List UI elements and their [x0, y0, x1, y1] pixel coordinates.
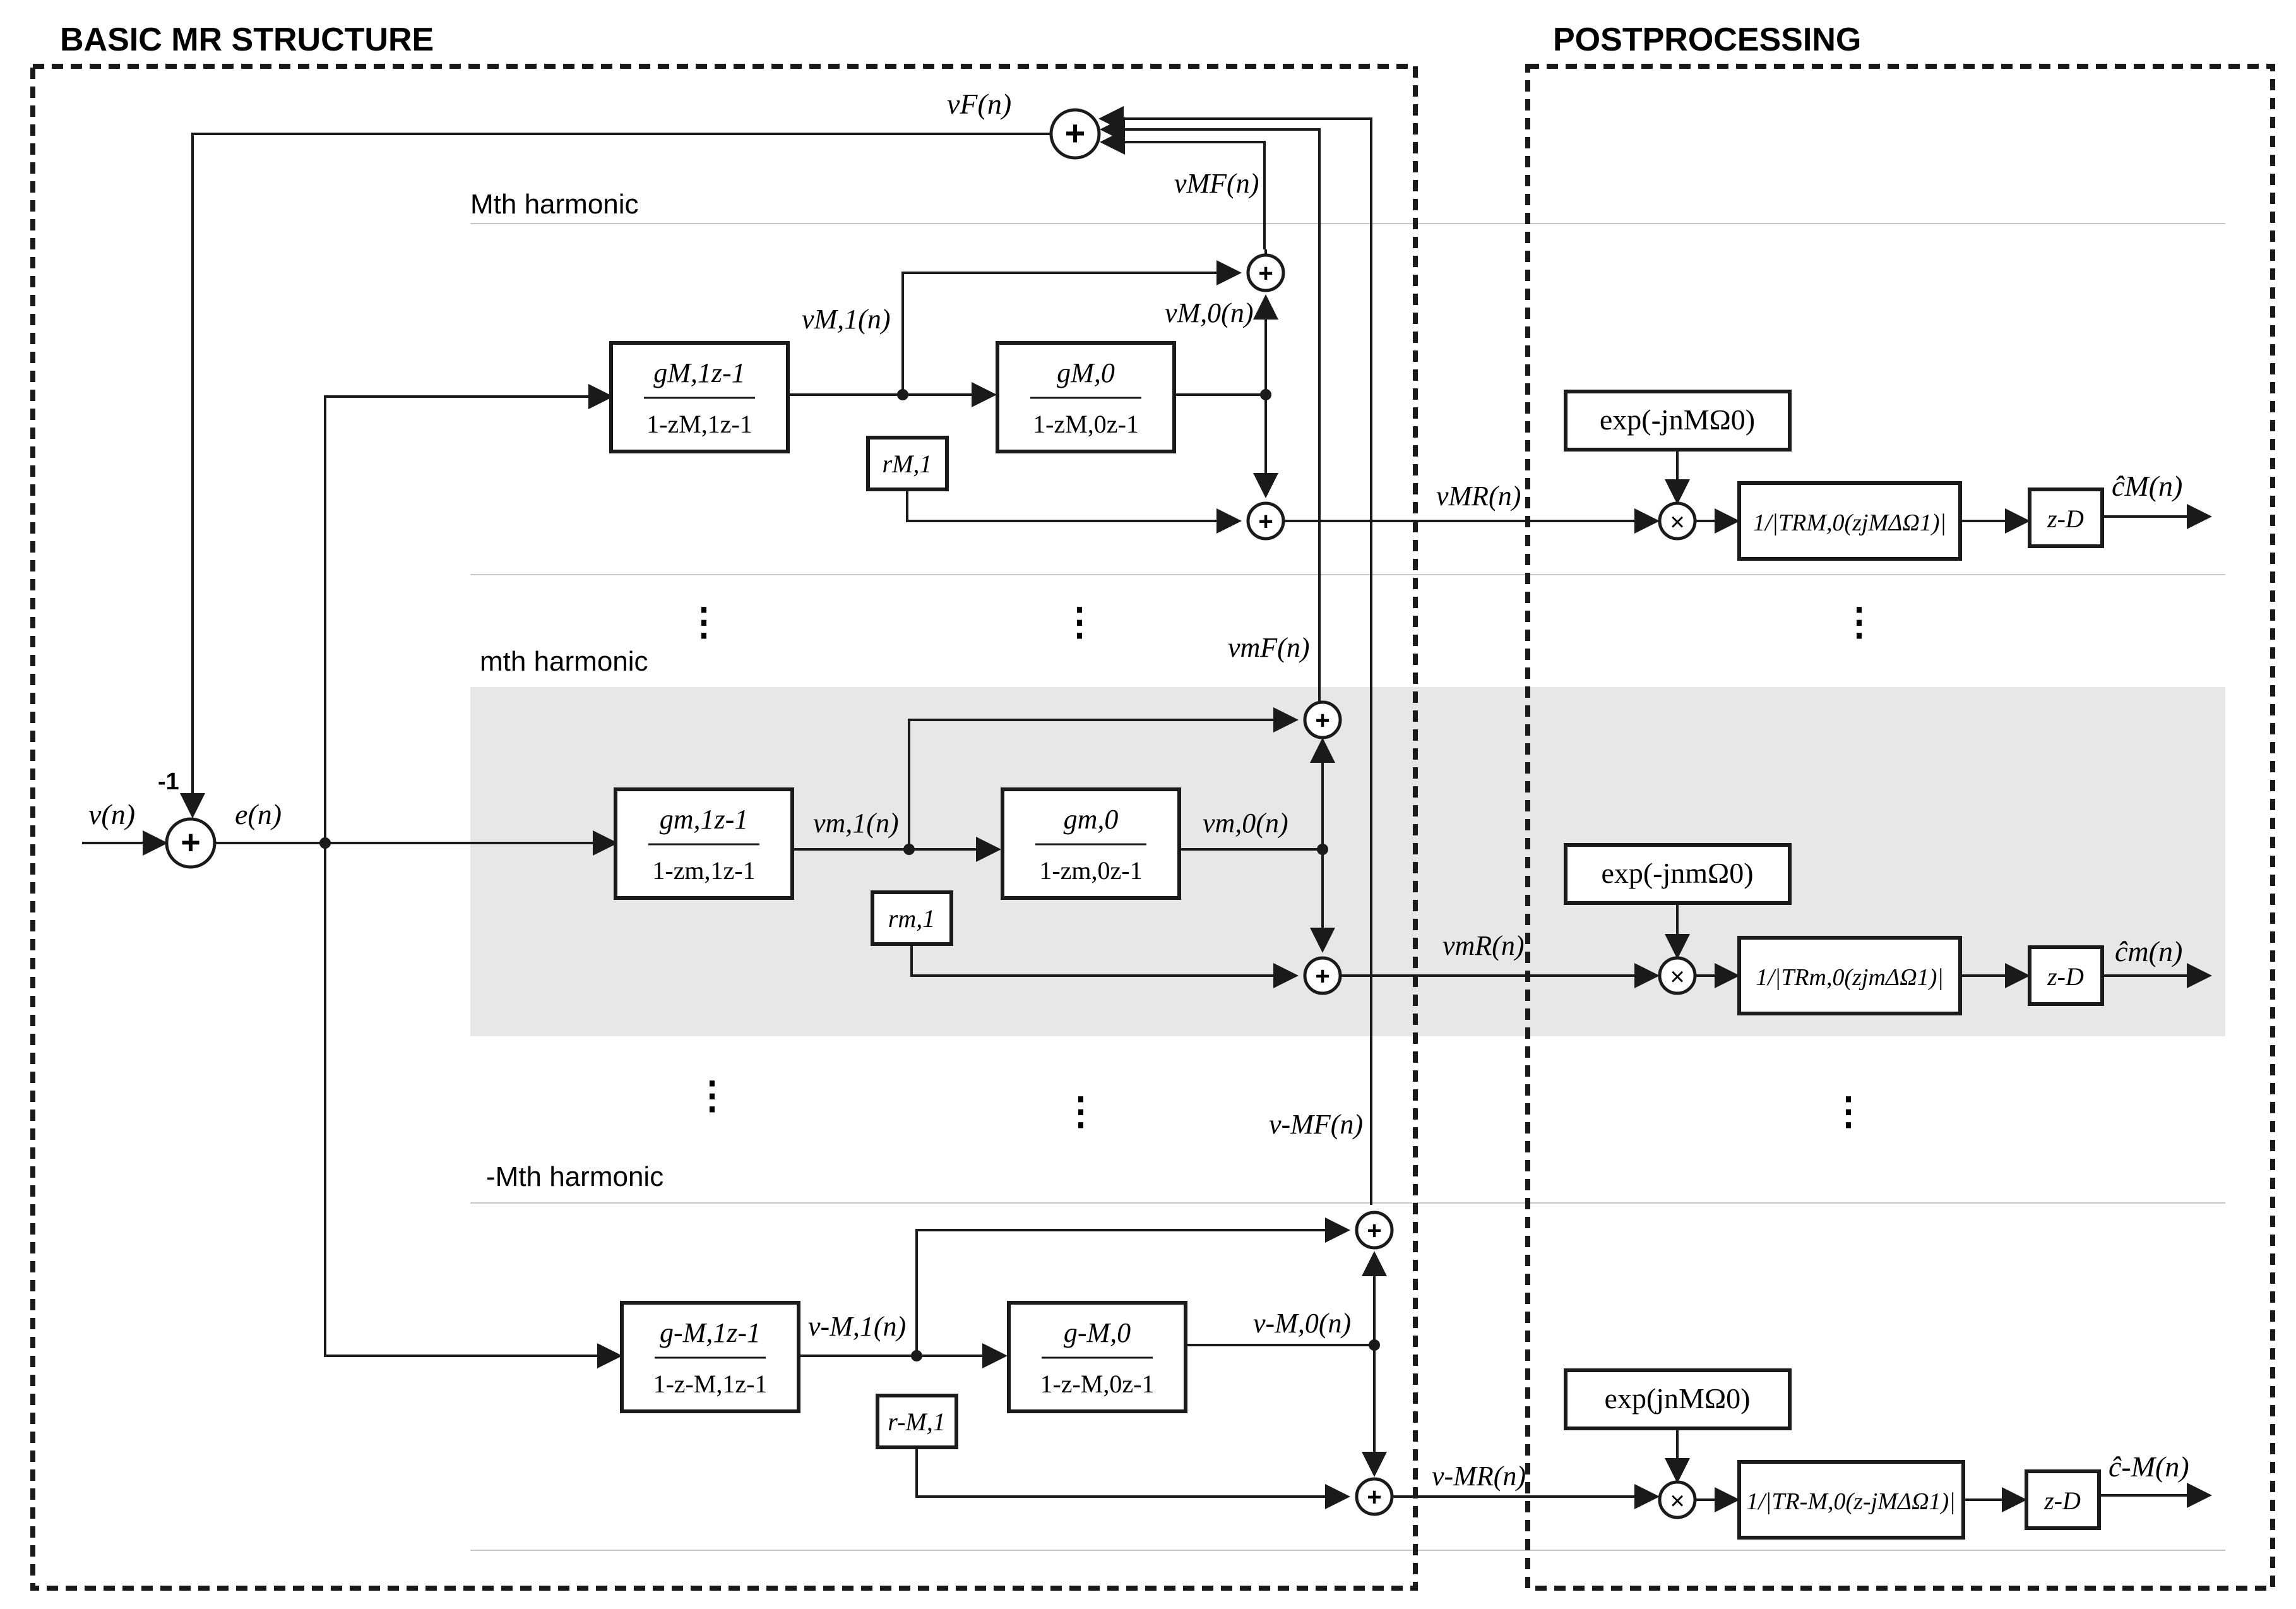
vf-sum-plus: + [1065, 113, 1086, 153]
vmid-f-to-vf-wire [1100, 117, 1321, 701]
post-T-bottom-text: 1/|TR-M,0(z-jMΔΩ1)| [1746, 1488, 1955, 1515]
post-T-mid [1737, 936, 1962, 1015]
minus-one-label: -1 [158, 769, 179, 795]
post-T-mid-text: 1/|TRm,0(zjmΔΩ1)| [1756, 964, 1944, 991]
block-gM0-num: gM,0 [1057, 357, 1115, 388]
block-rnM1-text: r-M,1 [888, 1408, 945, 1436]
block-gm1-num: gm,1z-1 [660, 804, 749, 835]
block-rm1 [871, 890, 953, 946]
wire-rnM1-to-R [915, 1447, 1350, 1509]
top-r-sum-plus: + [1258, 508, 1273, 535]
post-out-mid: ĉm(n) [2115, 935, 2182, 967]
label-vnMR: v-MR(n) [1432, 1461, 1526, 1492]
post-exp-top [1564, 390, 1792, 452]
vmf-to-vf-wire [1100, 129, 1266, 249]
post-mult-mid-sym: × [1670, 963, 1684, 991]
label-vnM0: v-M,0(n) [1253, 1308, 1351, 1339]
block-gnM1-num: g-M,1z-1 [660, 1317, 761, 1348]
error-to-top-wire [324, 384, 614, 843]
wire-rM1-to-R [906, 489, 1242, 534]
postprocessing-title: POSTPROCESSING [1553, 21, 1861, 58]
post-delay-top-text: z-D [2047, 505, 2084, 533]
post-delay-top [2028, 487, 2104, 548]
block-gM0 [996, 341, 1176, 453]
post-mult-top-sym: × [1670, 508, 1684, 536]
label-vMF: vMF(n) [1174, 168, 1259, 199]
post-delay-bottom [2025, 1469, 2101, 1530]
post-exp-bottom [1564, 1368, 1792, 1430]
label-vm1: vm,1(n) [813, 808, 899, 839]
feedback-wire [180, 133, 1051, 818]
label-vnM1: v-M,1(n) [808, 1311, 906, 1342]
bottom-f-sum [1355, 1211, 1394, 1250]
post-exp-mid-text: exp(-jnmΩ0) [1601, 857, 1753, 889]
input-sum-plus: + [181, 823, 201, 861]
post-out-top: ĉM(n) [2112, 470, 2182, 502]
ellipsis-5: ⋮ [1062, 1090, 1100, 1132]
block-gm1-den: 1-zm,1z-1 [652, 856, 755, 885]
block-gnM1-den: 1-z-M,1z-1 [653, 1370, 767, 1398]
basic-mr-structure-title: BASIC MR STRUCTURE [60, 21, 434, 58]
post-T-top-text: 1/|TRM,0(zjMΔΩ1)| [1753, 510, 1946, 536]
post-delay-mid [2028, 945, 2104, 1006]
harmonic-label-bottom: -Mth harmonic [486, 1161, 663, 1192]
input-label: v(n) [88, 798, 135, 830]
post-T-bottom [1737, 1460, 1965, 1540]
mid-f-sum-plus: + [1315, 707, 1329, 734]
block-gnM0-num: g-M,0 [1064, 1317, 1131, 1348]
label-vmR: vmR(n) [1442, 930, 1525, 961]
post-exp-top-text: exp(-jnMΩ0) [1600, 404, 1755, 436]
label-vm0: vm,0(n) [1203, 808, 1288, 839]
vf-sum-junction [1049, 108, 1101, 160]
wire-rm1-to-R [910, 944, 1299, 988]
block-gM0-den: 1-zM,0z-1 [1033, 410, 1139, 438]
wire-vm1-up-F [908, 707, 1299, 849]
mid-r-sum-plus: + [1315, 962, 1329, 990]
error-label: e(n) [235, 798, 282, 830]
label-vnMF: v-MF(n) [1269, 1109, 1363, 1140]
label-vMR: vMR(n) [1436, 481, 1521, 511]
block-gnM0-den: 1-z-M,0z-1 [1040, 1370, 1154, 1398]
post-out-bottom: ĉ-M(n) [2109, 1450, 2189, 1483]
harmonic-label-middle: mth harmonic [480, 646, 648, 677]
vnm-f-to-vf-wire [1098, 106, 1372, 1205]
wire-vnM1-up-F [915, 1217, 1350, 1356]
bottom-r-sum-plus: + [1367, 1483, 1381, 1511]
post-delay-mid-text: z-D [2047, 962, 2084, 991]
post-delay-bottom-text: z-D [2043, 1486, 2081, 1515]
error-to-bottom-wire [324, 843, 622, 1368]
post-mult-bottom-sym: × [1670, 1487, 1684, 1515]
ellipsis-3: ⋮ [1840, 601, 1878, 643]
vf-label: vF(n) [947, 88, 1011, 120]
label-vM0: vM,0(n) [1165, 297, 1254, 328]
label-vmF: vmF(n) [1228, 632, 1310, 663]
block-gM1-num: gM,1z-1 [653, 357, 745, 388]
wire-vM1-up-F [901, 260, 1242, 395]
block-gM1-den: 1-zM,1z-1 [646, 410, 752, 438]
ellipsis-1: ⋮ [685, 601, 723, 643]
label-vM1: vM,1(n) [802, 304, 891, 335]
block-gm0-den: 1-zm,0z-1 [1039, 856, 1142, 885]
block-rM1-text: rM,1 [883, 450, 932, 478]
basic-mr-structure-frame [30, 64, 1418, 1591]
top-f-sum-plus: + [1258, 260, 1273, 287]
bottom-f-sum-plus: + [1367, 1217, 1381, 1245]
post-T-top [1737, 481, 1962, 561]
harmonic-label-top: Mth harmonic [470, 189, 639, 220]
mid-f-sum [1303, 700, 1342, 739]
postprocessing-frame [1525, 64, 2275, 1591]
block-rm1-text: rm,1 [888, 904, 935, 933]
ellipsis-4: ⋮ [693, 1074, 731, 1116]
post-exp-bottom-text: exp(jnMΩ0) [1605, 1382, 1751, 1415]
ellipsis-6: ⋮ [1829, 1090, 1867, 1132]
block-gm0-num: gm,0 [1064, 804, 1119, 835]
ellipsis-2: ⋮ [1061, 601, 1098, 643]
